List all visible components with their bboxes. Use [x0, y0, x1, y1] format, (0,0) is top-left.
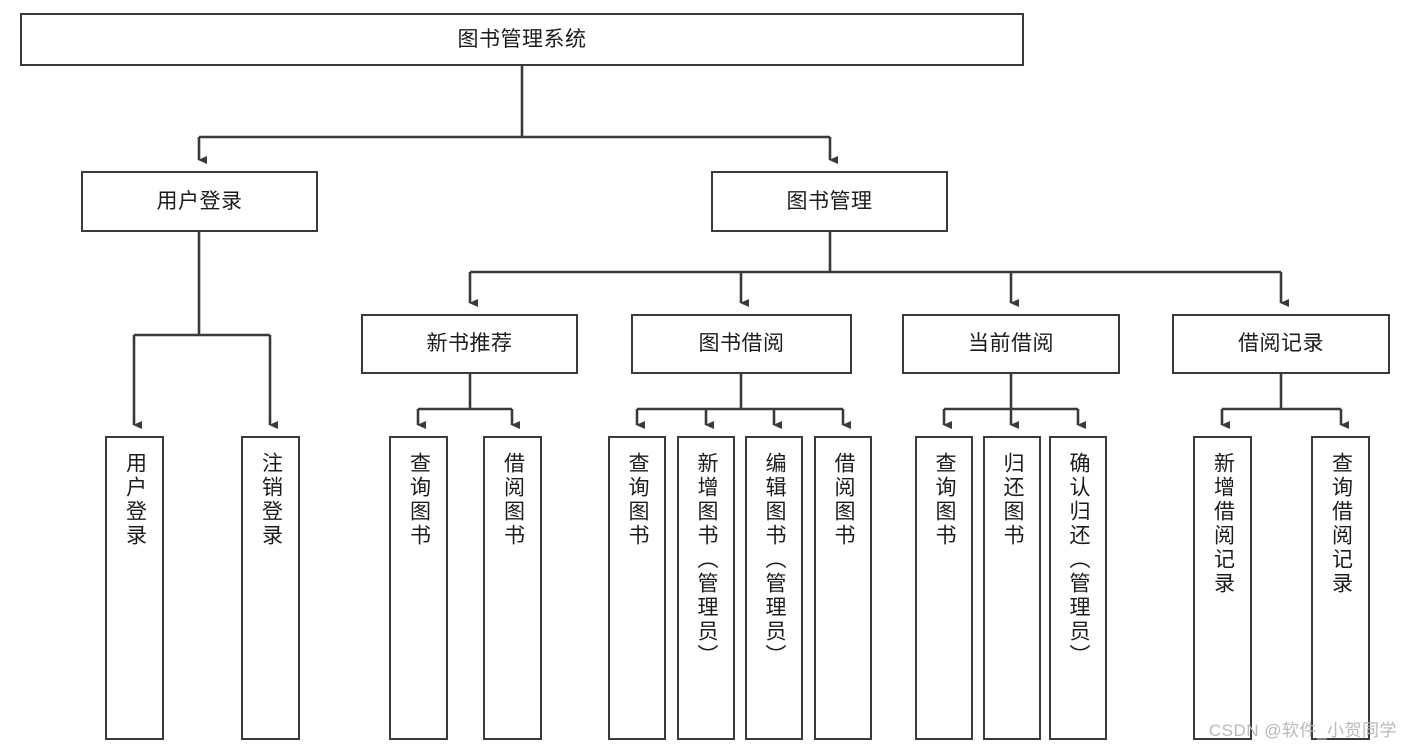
leaf-logout-login[interactable]: 注销登录: [241, 436, 300, 740]
leaf-query-book-borrow[interactable]: 查询图书: [608, 436, 666, 740]
leaf-edit-book-admin[interactable]: 编辑图书（管理员）: [745, 436, 803, 740]
leaf-query-book-current[interactable]: 查询图书: [915, 436, 973, 740]
leaf-label: 查询图书: [933, 452, 957, 548]
node-label: 用户登录: [156, 189, 243, 213]
leaf-borrow-book[interactable]: 借阅图书: [814, 436, 872, 740]
leaf-add-borrow-record[interactable]: 新增借阅记录: [1193, 436, 1252, 740]
node-label: 新书推荐: [426, 332, 513, 356]
leaf-label: 借阅图书: [501, 452, 525, 548]
node-label: 图书管理: [786, 189, 873, 213]
leaf-label: 借阅图书: [832, 452, 856, 548]
node-label: 当前借阅: [968, 332, 1054, 356]
leaf-label: 查询借阅记录: [1329, 452, 1353, 596]
leaf-borrow-book-new-recommend[interactable]: 借阅图书: [483, 436, 542, 740]
leaf-label: 新增借阅记录: [1211, 452, 1235, 596]
node-label: 借阅记录: [1238, 332, 1324, 356]
leaf-query-borrow-record[interactable]: 查询借阅记录: [1311, 436, 1370, 740]
node-user-login[interactable]: 用户登录: [81, 171, 318, 232]
leaf-label: 查询图书: [626, 452, 650, 548]
leaf-label: 新增图书（管理员）: [695, 452, 719, 668]
node-label: 图书管理系统: [457, 27, 587, 51]
node-book-management[interactable]: 图书管理: [711, 171, 948, 232]
leaf-add-book-admin[interactable]: 新增图书（管理员）: [677, 436, 735, 740]
leaf-query-book-new-recommend[interactable]: 查询图书: [389, 436, 448, 740]
node-borrow-record[interactable]: 借阅记录: [1172, 314, 1390, 374]
node-book-management-system[interactable]: 图书管理系统: [20, 13, 1024, 66]
leaf-return-book[interactable]: 归还图书: [983, 436, 1041, 740]
leaf-label: 编辑图书（管理员）: [763, 452, 787, 668]
node-label: 图书借阅: [698, 332, 785, 356]
leaf-label: 用户登录: [123, 452, 147, 548]
leaf-label: 查询图书: [407, 452, 431, 548]
leaf-confirm-return-admin[interactable]: 确认归还（管理员）: [1049, 436, 1107, 740]
leaf-user-login[interactable]: 用户登录: [105, 436, 164, 740]
leaf-label: 归还图书: [1001, 452, 1025, 548]
node-new-book-recommend[interactable]: 新书推荐: [361, 314, 578, 374]
node-book-borrow[interactable]: 图书借阅: [631, 314, 852, 374]
leaf-label: 注销登录: [259, 452, 283, 548]
leaf-label: 确认归还（管理员）: [1067, 452, 1091, 668]
node-current-borrow[interactable]: 当前借阅: [902, 314, 1120, 374]
